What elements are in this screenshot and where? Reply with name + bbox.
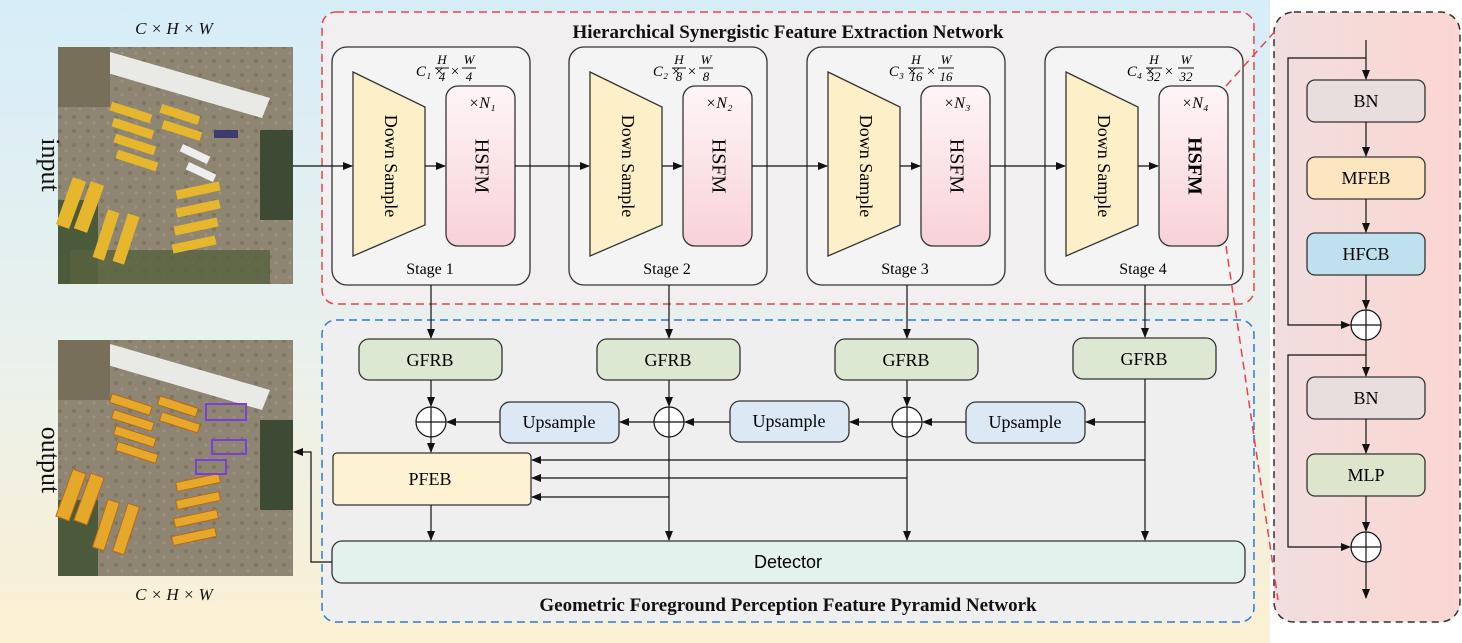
svg-text:H: H [1148,52,1159,67]
output-image [55,340,293,576]
svg-text:Upsample: Upsample [989,412,1062,432]
input-image [55,47,293,284]
svg-text:Down Sample: Down Sample [1094,115,1114,218]
bn-block-2: BN [1306,376,1426,420]
zoom-line [1225,245,1279,601]
bn-block-1: BN [1306,79,1426,123]
downsample-block [589,70,663,257]
svg-text:Down Sample: Down Sample [856,115,876,218]
svg-text:32: 32 [1179,69,1194,84]
upsample-block-2: Upsample [729,400,850,443]
svg-text:Upsample: Upsample [753,411,826,431]
svg-text:×: × [1165,64,1173,80]
svg-text:W: W [464,52,476,67]
stage-2-label: Stage 2 [643,261,691,278]
stage-4-label: Stage 4 [1119,261,1167,278]
svg-text:16: 16 [910,69,924,84]
svg-text:×: × [688,64,696,80]
upsample-block-3: Upsample [965,401,1086,444]
svg-text:GFRB: GFRB [1120,349,1167,369]
svg-text:Detector: Detector [754,552,822,572]
stage-4-dims: C₄× [1127,64,1155,80]
hsfm-block [1158,85,1229,247]
svg-text:GFRB: GFRB [644,350,691,370]
feature-pyramid-title: Geometric Foreground Perception Feature … [539,595,1037,616]
stage-3-label: Stage 3 [881,261,929,278]
svg-text:H: H [910,52,921,67]
svg-text:BN: BN [1353,388,1378,408]
svg-text:Upsample: Upsample [523,412,596,432]
detector-block: Detector [331,540,1246,584]
stage-1-h-fraction: H [436,52,447,67]
pfeb-block: PFEB [332,452,532,506]
gfrb-block-2: GFRB [596,338,741,381]
svg-text:×: × [451,64,459,80]
svg-text:W: W [941,52,953,67]
svg-text:×N₁: ×N₁ [468,95,495,112]
downsample-block [827,70,901,257]
svg-text:GFRB: GFRB [406,350,453,370]
svg-text:GFRB: GFRB [882,350,929,370]
svg-text:PFEB: PFEB [408,469,451,489]
svg-text:HSFM: HSFM [945,139,967,194]
downsample-block [1065,70,1139,257]
hsfm-detail: BN MFEB HFCB BN MLP [1287,40,1426,599]
mlp-block: MLP [1306,453,1426,497]
svg-text:HSFM: HSFM [1183,137,1205,195]
hfcb-block: HFCB [1306,232,1426,276]
svg-text:8: 8 [703,69,710,84]
svg-text:×N₃: ×N₃ [943,95,970,112]
svg-text:4: 4 [439,69,446,84]
svg-text:Down Sample: Down Sample [381,115,401,218]
svg-text:×N₄: ×N₄ [1181,95,1208,112]
stage-3-dims: C₃× [889,64,917,80]
sum-nodes [415,406,923,438]
stage-2-dims: C₂× [653,64,681,80]
feature-extraction-title: Hierarchical Synergistic Feature Extract… [573,22,1004,43]
gfrb-block-1: GFRB [358,338,503,381]
extraction-flow-arrows [293,162,1159,339]
feature-extraction-panel [321,11,1255,305]
stage-1-dims: C₁× [416,64,444,80]
svg-text:HSFM: HSFM [707,139,729,194]
stage-2: C₂× H 8 × W 8 Down Sample ×N₂ HSFM Stage… [568,46,768,286]
pyramid-flow-arrows [293,379,1149,563]
gfrb-block-4: GFRB [1072,337,1217,380]
svg-text:W: W [701,52,713,67]
input-dims-label: C × H × W [135,19,215,38]
svg-text:MFEB: MFEB [1341,168,1390,188]
svg-text:×N₂: ×N₂ [705,95,732,112]
svg-text:4: 4 [466,69,473,84]
upsample-block-1: Upsample [499,401,620,444]
svg-text:HSFM: HSFM [470,139,492,194]
downsample-block [352,70,426,257]
gfrb-block-3: GFRB [834,338,979,381]
svg-text:W: W [1181,52,1193,67]
output-dims-label: C × H × W [135,585,215,604]
mfeb-block: MFEB [1306,156,1426,200]
svg-text:MLP: MLP [1347,465,1384,485]
svg-text:H: H [673,52,684,67]
svg-text:32: 32 [1147,69,1162,84]
output-label: output [36,427,65,494]
svg-text:HFCB: HFCB [1342,244,1389,264]
svg-text:16: 16 [940,69,954,84]
svg-text:×: × [927,64,935,80]
svg-text:8: 8 [676,69,683,84]
stage-1-label: Stage 1 [406,261,454,278]
svg-text:Down Sample: Down Sample [618,115,638,218]
svg-text:BN: BN [1353,91,1378,111]
input-label: input [36,138,65,192]
